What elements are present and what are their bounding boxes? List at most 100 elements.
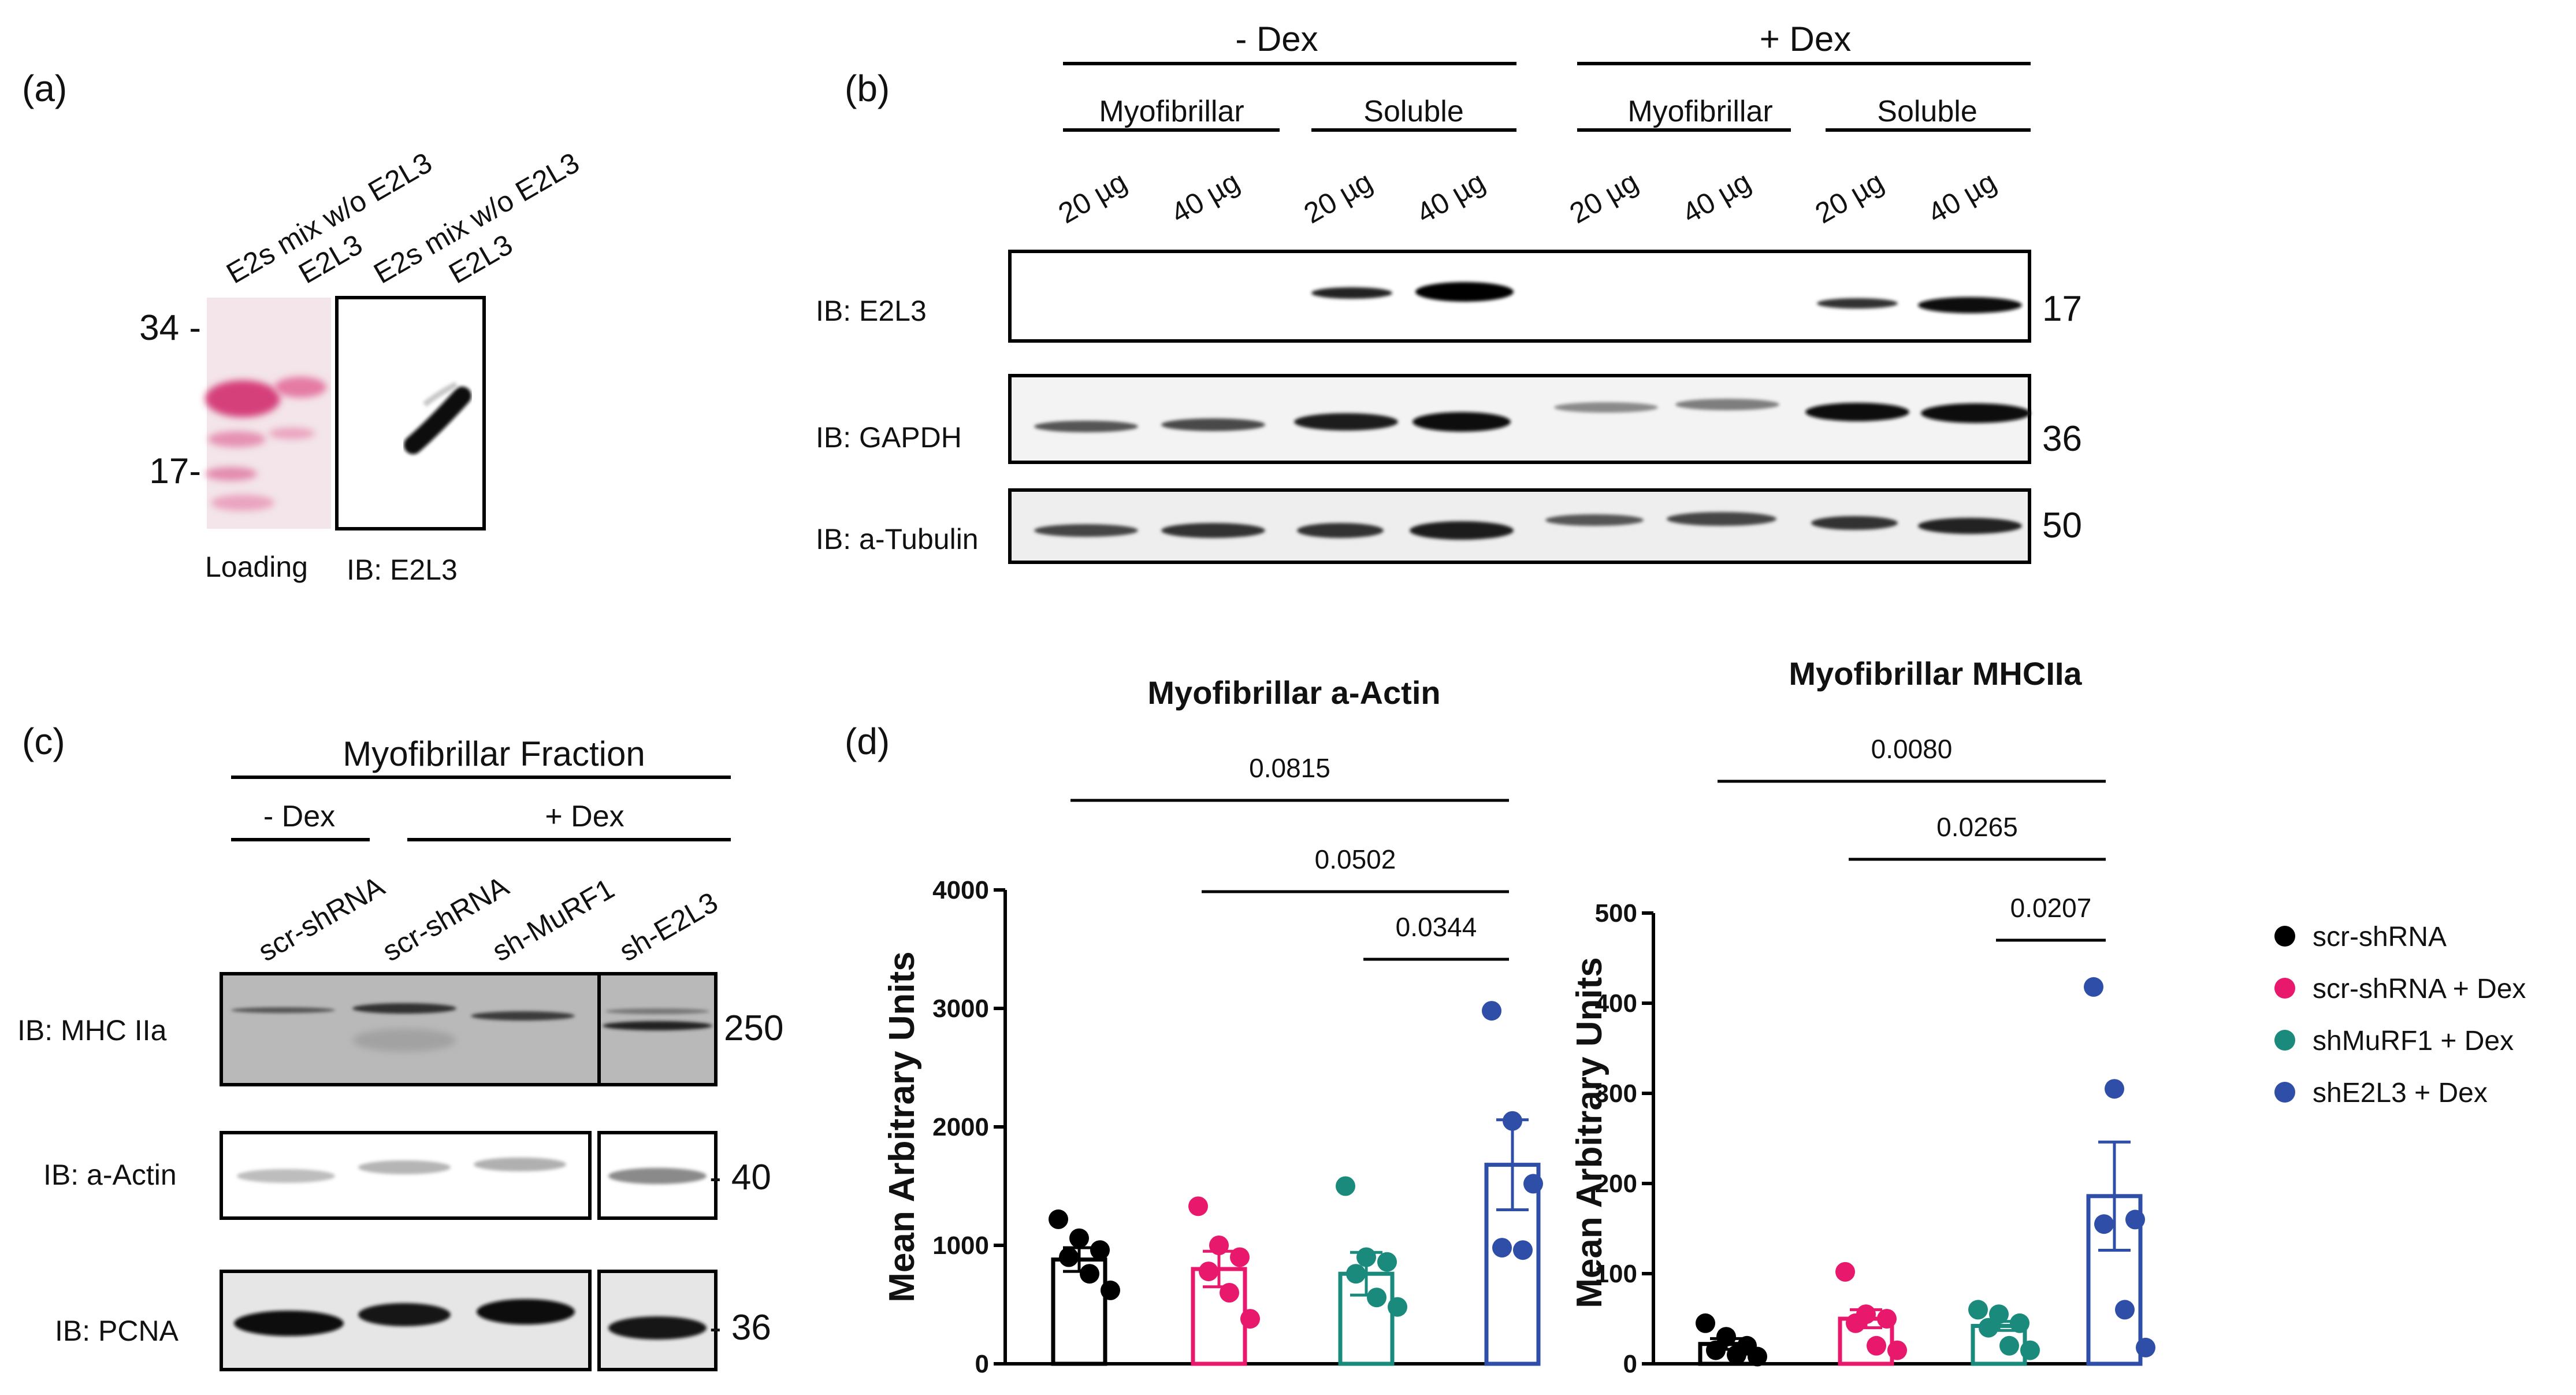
data-point [2115,1300,2135,1320]
panel-label-c: (c) [22,721,65,762]
data-point [1887,1340,1907,1360]
panel-a: (a) E2s mix w/o E2L3 E2L3 E2s mix w/o E2… [22,68,585,586]
p-value-label: 0.0265 [1936,812,2018,842]
panel-label-a: (a) [22,68,67,109]
data-point [1989,1304,2009,1324]
data-point [1188,1196,1208,1216]
data-point [1835,1262,1855,1282]
panel-c-blot-mw-pcna: - 36 [709,1308,771,1348]
data-point [1513,1240,1533,1260]
data-point [2105,1079,2124,1099]
p-value-label: 0.0080 [1871,734,1953,764]
data-point [1090,1240,1110,1260]
panel-c-blot-mhc-image [220,972,718,1086]
data-point [1846,1313,1865,1333]
data-point [1377,1252,1397,1272]
y-tick-label: 1000 [932,1231,989,1260]
data-point [1706,1340,1726,1360]
panel-label-b: (b) [845,68,890,109]
data-point [1696,1313,1715,1333]
panel-a-caption-loading: Loading [205,551,308,583]
panel-b-blot-label-gapdh: IB: GAPDH [816,421,962,454]
panel-b-lane-2: 40 µg [1166,165,1245,230]
panel-c-lane-1: scr-shRNA [253,870,391,968]
y-tick-label: 500 [1595,899,1637,927]
chart-title: Myofibrillar a-Actin [1147,674,1440,711]
legend-marker-3 [2274,1030,2295,1051]
data-point [1716,1327,1736,1347]
panel-c-lane-4: sh-E2L3 [614,886,723,968]
data-point [2020,1340,2040,1360]
y-tick-label: 100 [1595,1260,1637,1288]
y-axis-label: Mean Arbitrary Units [1570,957,1609,1308]
data-point [1523,1174,1543,1194]
legend-label-4: shE2L3 + Dex [2313,1078,2488,1108]
panel-b-blot-label-tubulin: IB: a-Tubulin [816,523,979,555]
data-point [2136,1337,2155,1357]
panel-b-lane-3: 20 µg [1299,165,1378,230]
panel-c-title: Myofibrillar Fraction [343,734,645,773]
data-point [1240,1309,1260,1329]
panel-b-fraction-1: Myofibrillar [1099,95,1244,128]
data-point [1492,1238,1512,1258]
panel-a-marker-17: 17- [149,451,201,491]
data-point [1049,1209,1068,1229]
data-point [1346,1264,1366,1284]
panel-b-blot-label-e2l3: IB: E2L3 [816,295,927,327]
data-point [1230,1247,1250,1267]
y-tick-label: 4000 [932,876,989,904]
legend-label-1: scr-shRNA [2313,922,2447,952]
panel-c-blot-actin-image [220,1131,718,1220]
data-point [2010,1313,2029,1333]
panel-b-lane-5: 20 µg [1564,165,1644,230]
p-value-label: 0.0207 [2010,893,2092,923]
legend-marker-2 [2274,978,2295,999]
panel-b-blot-mw-e2l3: 17 [2042,289,2082,329]
panel-b-group-plus-dex: + Dex [1760,20,1851,58]
p-value-label: 0.0815 [1249,753,1330,783]
panel-b-lane-1: 20 µg [1053,165,1132,230]
chart-title: Myofibrillar MHCIIa [1789,655,2082,692]
panel-a-blot-image [335,296,486,530]
y-tick-label: 200 [1595,1170,1637,1198]
p-value-label: 0.0344 [1396,912,1477,942]
panel-b-group-minus-dex: - Dex [1235,20,1318,58]
data-point [1101,1280,1120,1300]
data-point [1979,1318,1998,1338]
panel-b-blot-mw-gapdh: 36 [2042,419,2082,459]
data-point [1367,1288,1386,1308]
y-tick-label: 0 [975,1350,989,1378]
panel-label-d: (d) [845,721,890,762]
panel-b-fraction-4: Soluble [1877,95,1977,128]
data-point [2094,1214,2114,1234]
panel-c-group-minus-dex: - Dex [263,800,335,833]
y-tick-label: 0 [1623,1350,1637,1378]
data-point [1069,1228,1089,1248]
panel-b-blot-tubulin-image [1008,488,2031,564]
data-point [1388,1297,1407,1317]
data-point [1727,1345,1746,1365]
y-tick-label: 400 [1595,989,1637,1018]
panel-b-lane-8: 40 µg [1923,165,2002,230]
panel-b-fraction-2: Soluble [1363,95,1463,128]
panel-b-lane-7: 20 µg [1810,165,1889,230]
legend-label-2: scr-shRNA + Dex [2313,974,2526,1004]
panel-b-blot-gapdh-image [1008,374,2031,464]
data-point [2125,1210,2145,1230]
y-tick-label: 2000 [932,1113,989,1141]
panel-b: (b) - Dex + Dex Myofibrillar Soluble Myo… [816,20,2082,564]
data-point [1999,1335,2019,1356]
data-point [1199,1262,1218,1282]
data-point [1877,1309,1897,1329]
panel-a-caption-ib: IB: E2L3 [347,554,458,586]
panel-c-blot-mw-actin: - 40 [709,1157,771,1197]
data-point [2084,977,2103,997]
ponceau-loading-image [205,298,331,529]
data-point [1867,1335,1886,1356]
panel-b-lane-4: 40 µg [1411,165,1490,230]
